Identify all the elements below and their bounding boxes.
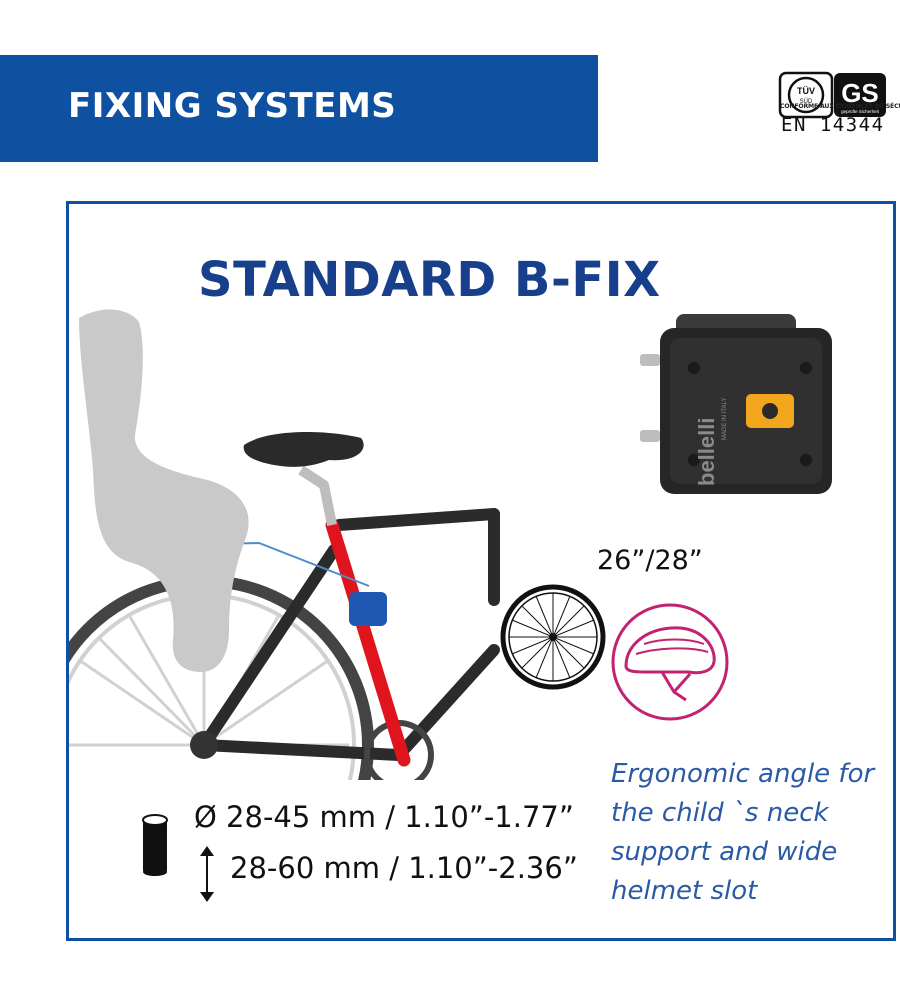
tube-icon: [142, 814, 168, 876]
diameter-range: Ø 28-45 mm / 1.10”-1.77”: [194, 800, 574, 834]
vertical-arrow-icon: [200, 846, 214, 902]
feature-line: helmet slot: [611, 876, 758, 906]
height-range: 28-60 mm / 1.10”-2.36”: [230, 851, 578, 885]
feature-description: Ergonomic angle for the child `s neck su…: [611, 755, 891, 911]
standard-code: EN 14344: [781, 114, 885, 136]
wheel-icon: [500, 584, 606, 690]
certification-logo: TÜV SÜD GS geprüfte Sicherheit: [778, 71, 886, 119]
gs-sub: geprüfte Sicherheit: [841, 109, 880, 114]
feature-line: Ergonomic angle for: [611, 759, 875, 789]
bicycle-illustration: [69, 309, 500, 780]
wheel-size-label: 26”/28”: [597, 545, 703, 576]
bracket-photo: bellelli MADE IN ITALY: [640, 314, 832, 494]
tuv-sub: SÜD: [800, 98, 813, 105]
bracket-brand: bellelli: [694, 418, 719, 486]
conformity-text: CONFORME AUX EXIGENCES DE SÉCURITÉ: [780, 103, 900, 110]
page-title: FIXING SYSTEMS: [68, 86, 397, 126]
bracket-origin: MADE IN ITALY: [722, 398, 728, 440]
product-title: STANDARD B-FIX: [198, 252, 661, 308]
product-panel: [66, 201, 896, 941]
header-banner: [0, 55, 598, 162]
tuv-label: TÜV: [797, 86, 815, 96]
gs-label: GS: [841, 78, 879, 108]
helmet-icon: [611, 603, 729, 721]
feature-line: the child `s neck: [611, 798, 829, 828]
feature-line: support and wide: [611, 837, 838, 867]
